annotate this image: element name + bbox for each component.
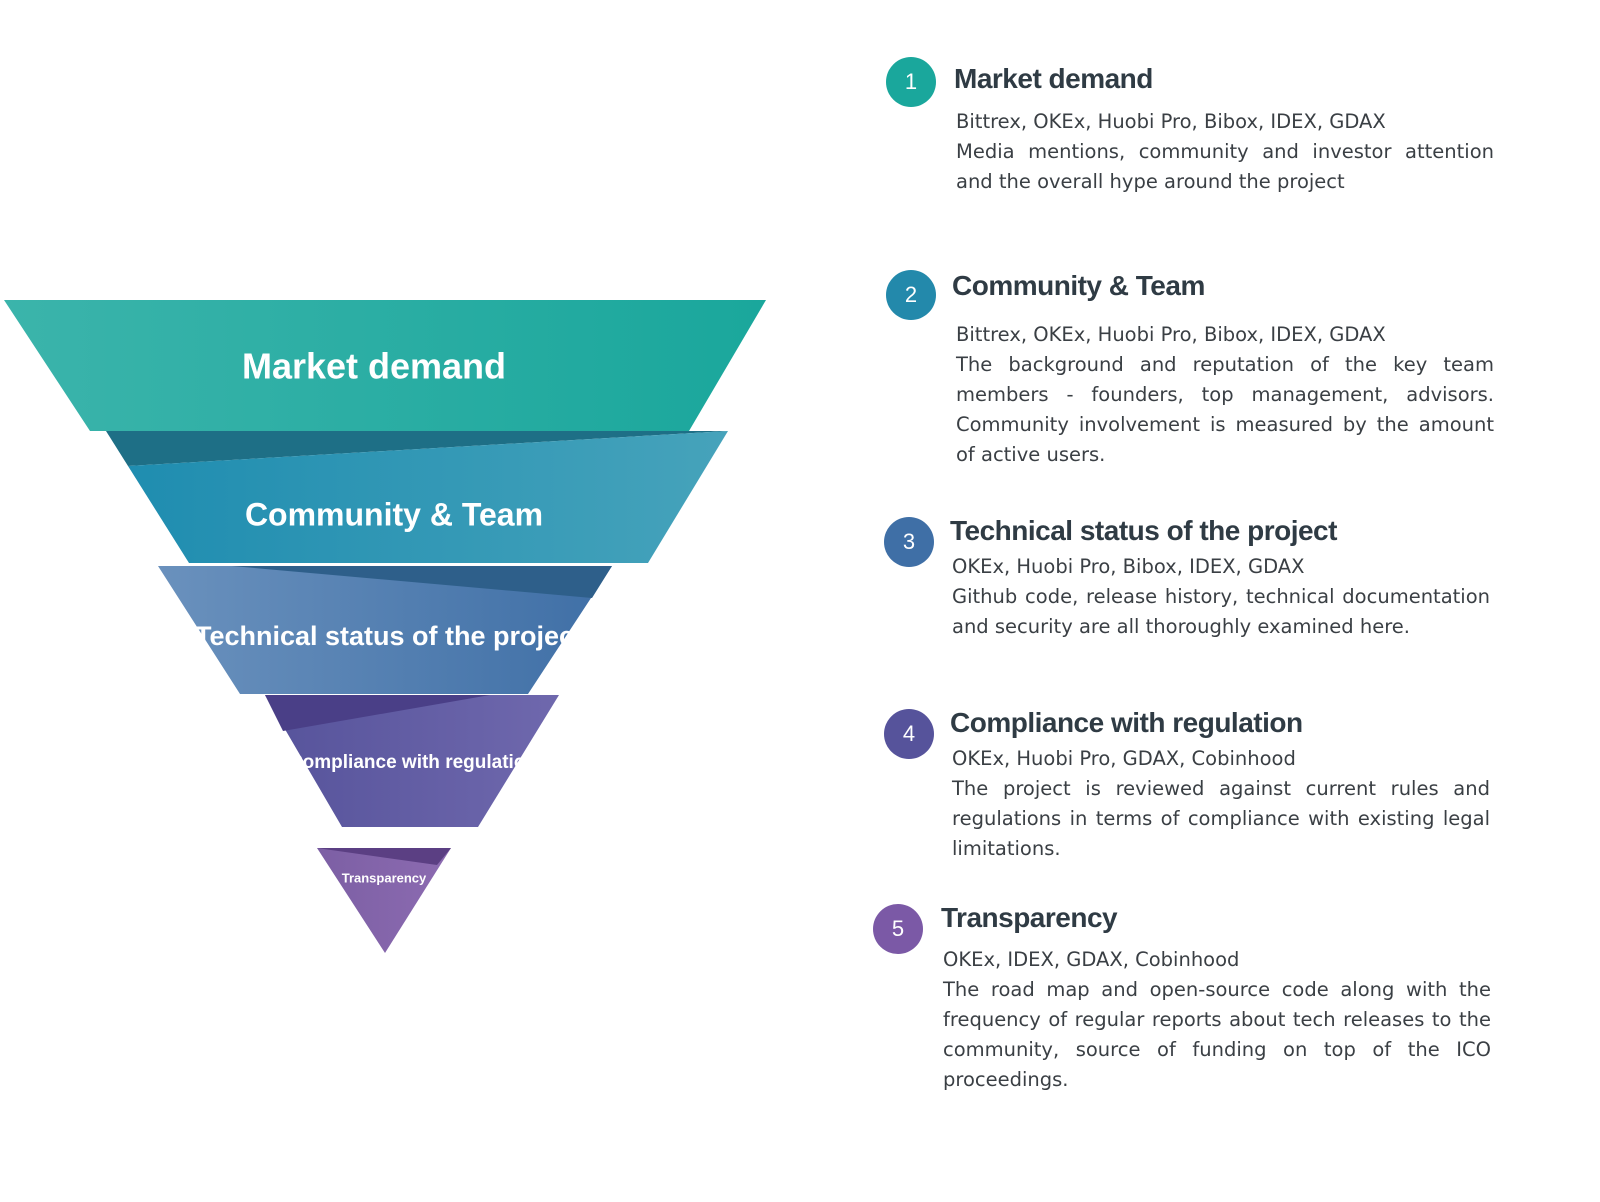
funnel-fold-5 (317, 848, 451, 865)
funnel-level-compliance (265, 695, 559, 827)
step-exchanges: Bittrex, OKEx, Huobi Pro, Bibox, IDEX, G… (956, 323, 1386, 346)
step-title: Market demand (954, 63, 1153, 94)
step-body: Bittrex, OKEx, Huobi Pro, Bibox, IDEX, G… (956, 107, 1494, 197)
funnel-label-compliance: Compliance with regulation (289, 752, 537, 773)
funnel-label-community-team: Community & Team (245, 496, 543, 532)
step-number-badge: 2 (886, 270, 936, 320)
funnel-label-technical-status: Technical status of the project (195, 621, 583, 651)
funnel-level-community-team (128, 431, 728, 563)
step-number-badge: 1 (886, 57, 936, 107)
step-exchanges: Bittrex, OKEx, Huobi Pro, Bibox, IDEX, G… (956, 110, 1386, 133)
step-number-badge: 3 (884, 517, 934, 567)
step-body: Bittrex, OKEx, Huobi Pro, Bibox, IDEX, G… (956, 320, 1494, 470)
funnel-level-transparency (317, 848, 451, 953)
step-title: Transparency (941, 902, 1118, 933)
step-body: OKEx, Huobi Pro, GDAX, Cobinhood The pro… (952, 744, 1490, 864)
step-number-badge: 4 (884, 709, 934, 759)
funnel-label-market-demand: Market demand (242, 346, 506, 387)
step-description: Github code, release history, technical … (952, 585, 1490, 638)
step-body: OKEx, Huobi Pro, Bibox, IDEX, GDAX Githu… (952, 552, 1490, 642)
step-body: OKEx, IDEX, GDAX, Cobinhood The road map… (943, 945, 1491, 1095)
funnel-level-market-demand (4, 300, 766, 431)
step-title: Community & Team (952, 270, 1205, 301)
step-title: Technical status of the project (950, 515, 1337, 546)
step-title: Compliance with regulation (950, 707, 1303, 738)
step-exchanges: OKEx, IDEX, GDAX, Cobinhood (943, 948, 1240, 971)
step-exchanges: OKEx, Huobi Pro, Bibox, IDEX, GDAX (952, 555, 1305, 578)
step-exchanges: OKEx, Huobi Pro, GDAX, Cobinhood (952, 747, 1296, 770)
step-description: The background and reputation of the key… (956, 353, 1494, 466)
funnel-fold-3 (232, 566, 612, 598)
step-description: The project is reviewed against current … (952, 777, 1490, 860)
funnel-label-transparency: Transparency (342, 870, 427, 885)
step-description: The road map and open-source code along … (943, 978, 1491, 1091)
funnel-fold-4 (265, 695, 490, 731)
step-description: Media mentions, community and investor a… (956, 140, 1494, 193)
funnel-level-technical-status (158, 566, 612, 694)
step-number-badge: 5 (873, 904, 923, 954)
funnel-fold-1 (106, 431, 728, 466)
